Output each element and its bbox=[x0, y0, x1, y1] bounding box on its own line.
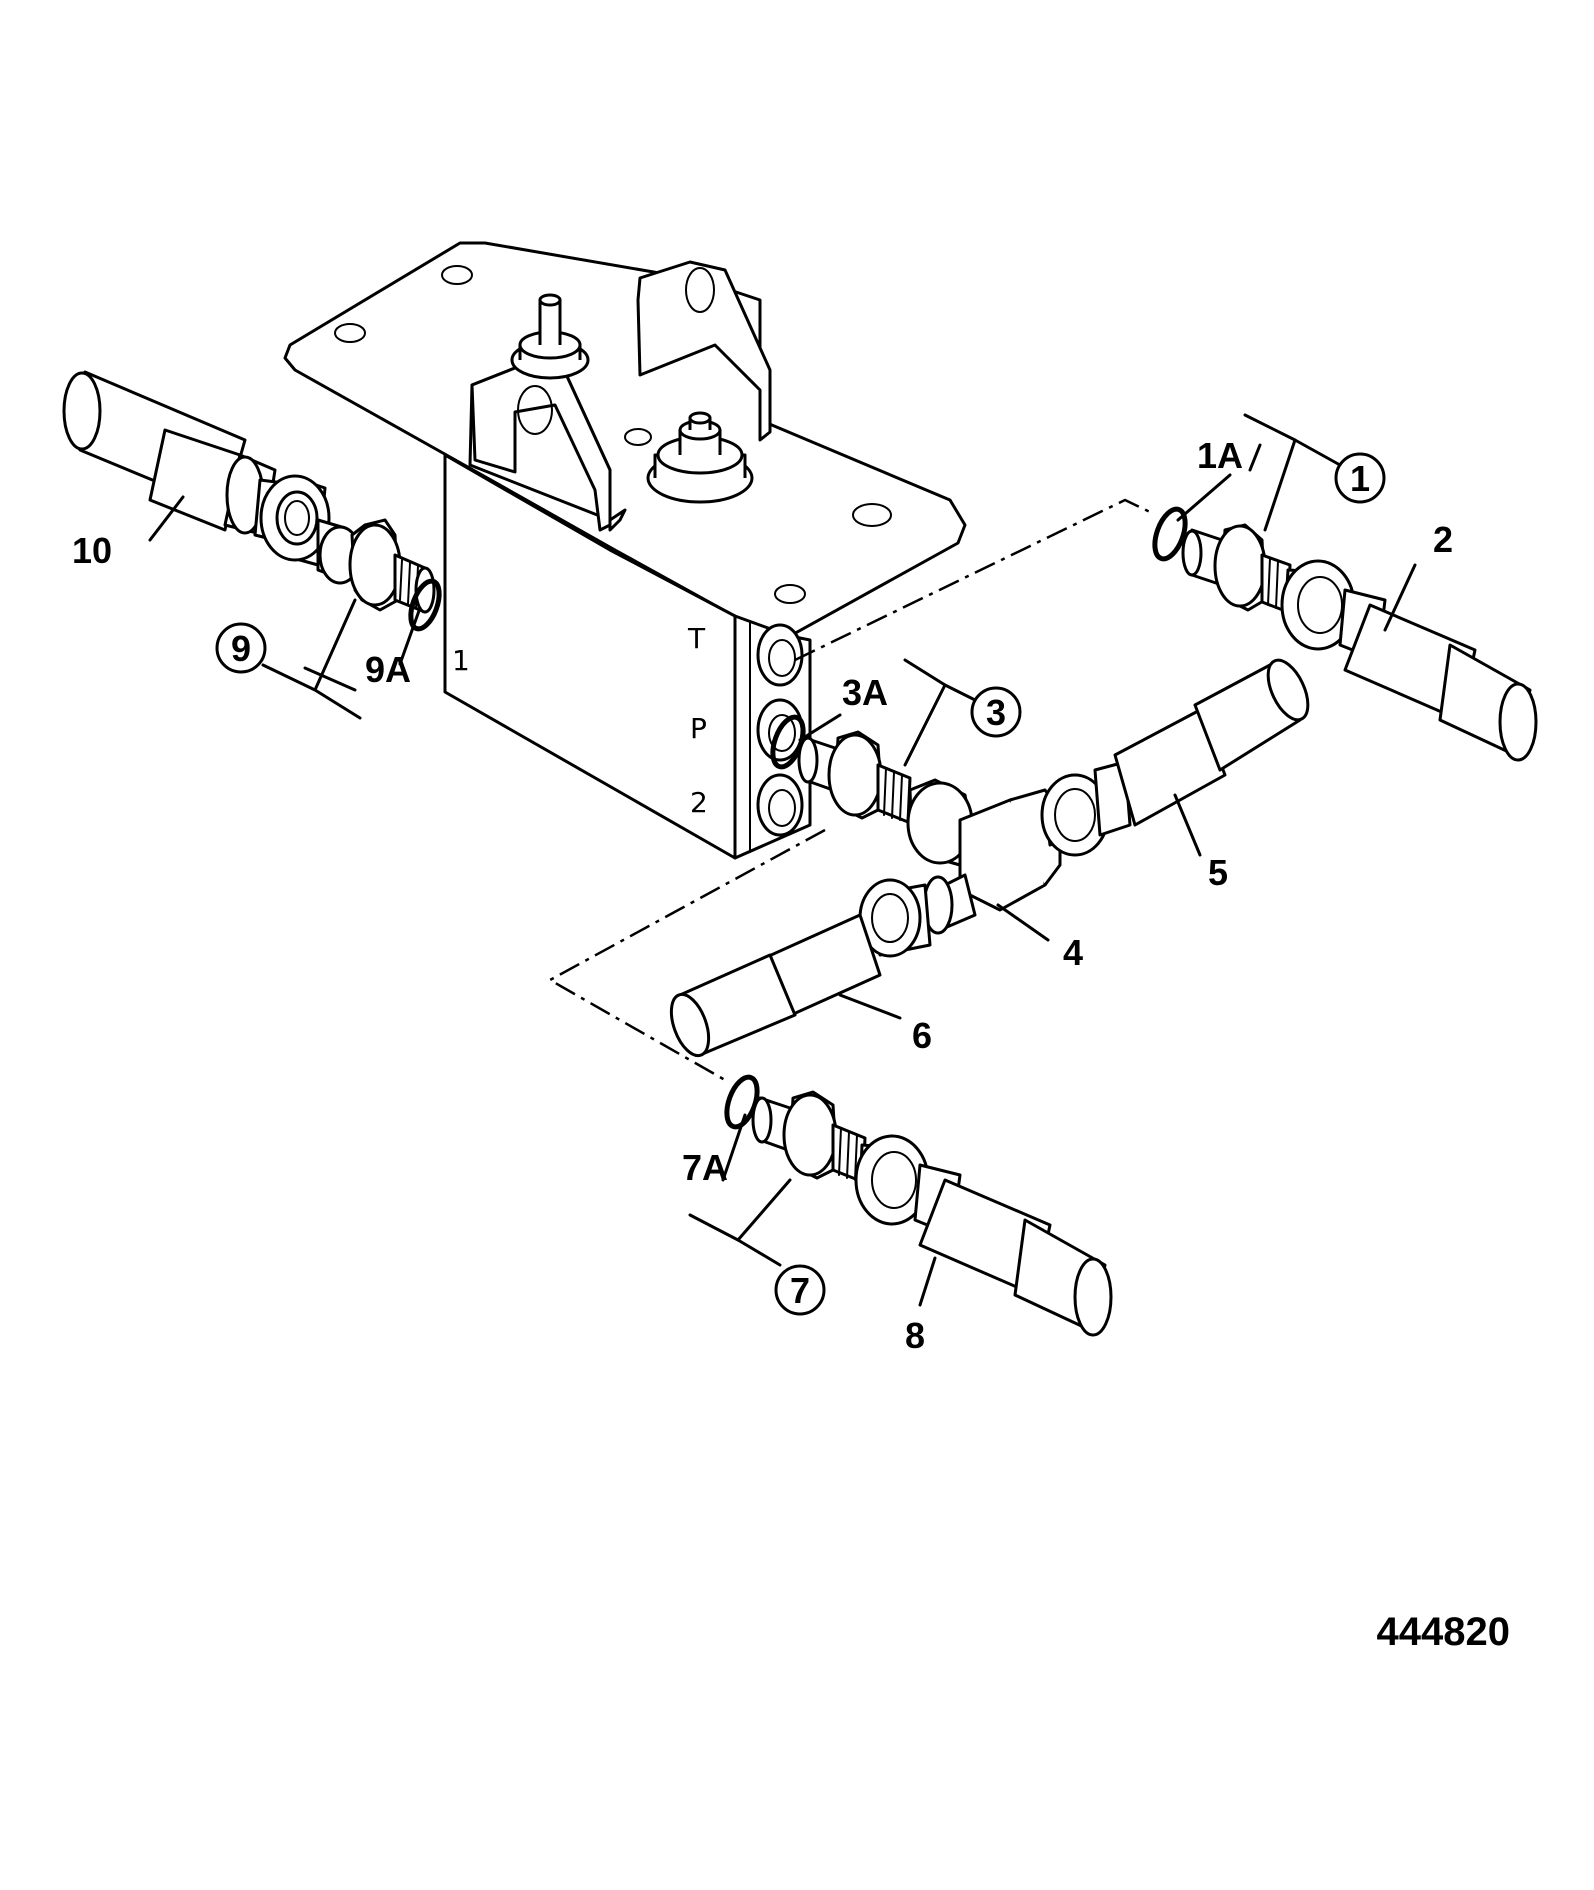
callout-6: 6 bbox=[912, 1015, 932, 1056]
valve-block: T P 2 1 bbox=[283, 241, 967, 860]
o-ring-9a bbox=[408, 578, 442, 632]
callout-circle-3 bbox=[970, 686, 1022, 738]
callout-10: 10 bbox=[72, 530, 112, 571]
leader-lines bbox=[148, 413, 1417, 1307]
callout-3a: 3A bbox=[842, 672, 888, 713]
callout-7a: 7A bbox=[682, 1147, 728, 1188]
callout-7: 7 bbox=[790, 1270, 810, 1311]
routing-line-2-to-7 bbox=[547, 828, 826, 1082]
hose-6-assembly bbox=[669, 878, 932, 1058]
fitting-3 bbox=[797, 730, 912, 824]
hose-8-assembly bbox=[854, 1134, 1113, 1337]
callout-9a: 9A bbox=[365, 649, 411, 690]
callout-4: 4 bbox=[1063, 932, 1083, 973]
port-label-1: 1 bbox=[452, 644, 470, 677]
callout-8: 8 bbox=[905, 1315, 925, 1356]
callout-5: 5 bbox=[1208, 852, 1228, 893]
fitting-7 bbox=[751, 1090, 867, 1184]
figure-number: 444820 bbox=[1377, 1610, 1510, 1654]
callout-3: 3 bbox=[986, 692, 1006, 733]
port-label-p: P bbox=[690, 712, 707, 745]
callout-1: 1 bbox=[1350, 458, 1370, 499]
callout-2: 2 bbox=[1433, 519, 1453, 560]
hose-2-assembly bbox=[1280, 559, 1538, 762]
port-label-t: T bbox=[687, 622, 706, 655]
callout-9: 9 bbox=[231, 628, 251, 669]
callout-circle-7 bbox=[774, 1264, 826, 1316]
hose-5-assembly bbox=[1040, 658, 1310, 857]
callout-circle-1 bbox=[1334, 452, 1386, 504]
o-ring-1a bbox=[1152, 506, 1188, 562]
hose-10-assembly bbox=[62, 370, 331, 567]
adjuster-knob-left bbox=[510, 293, 590, 380]
routing-line-t-to-1 bbox=[794, 498, 1151, 662]
fitting-1 bbox=[1181, 523, 1292, 614]
callout-1a: 1A bbox=[1197, 435, 1243, 476]
callout-circle-9 bbox=[215, 622, 267, 674]
adjuster-knob-right bbox=[646, 411, 754, 504]
port-label-2: 2 bbox=[690, 786, 708, 819]
